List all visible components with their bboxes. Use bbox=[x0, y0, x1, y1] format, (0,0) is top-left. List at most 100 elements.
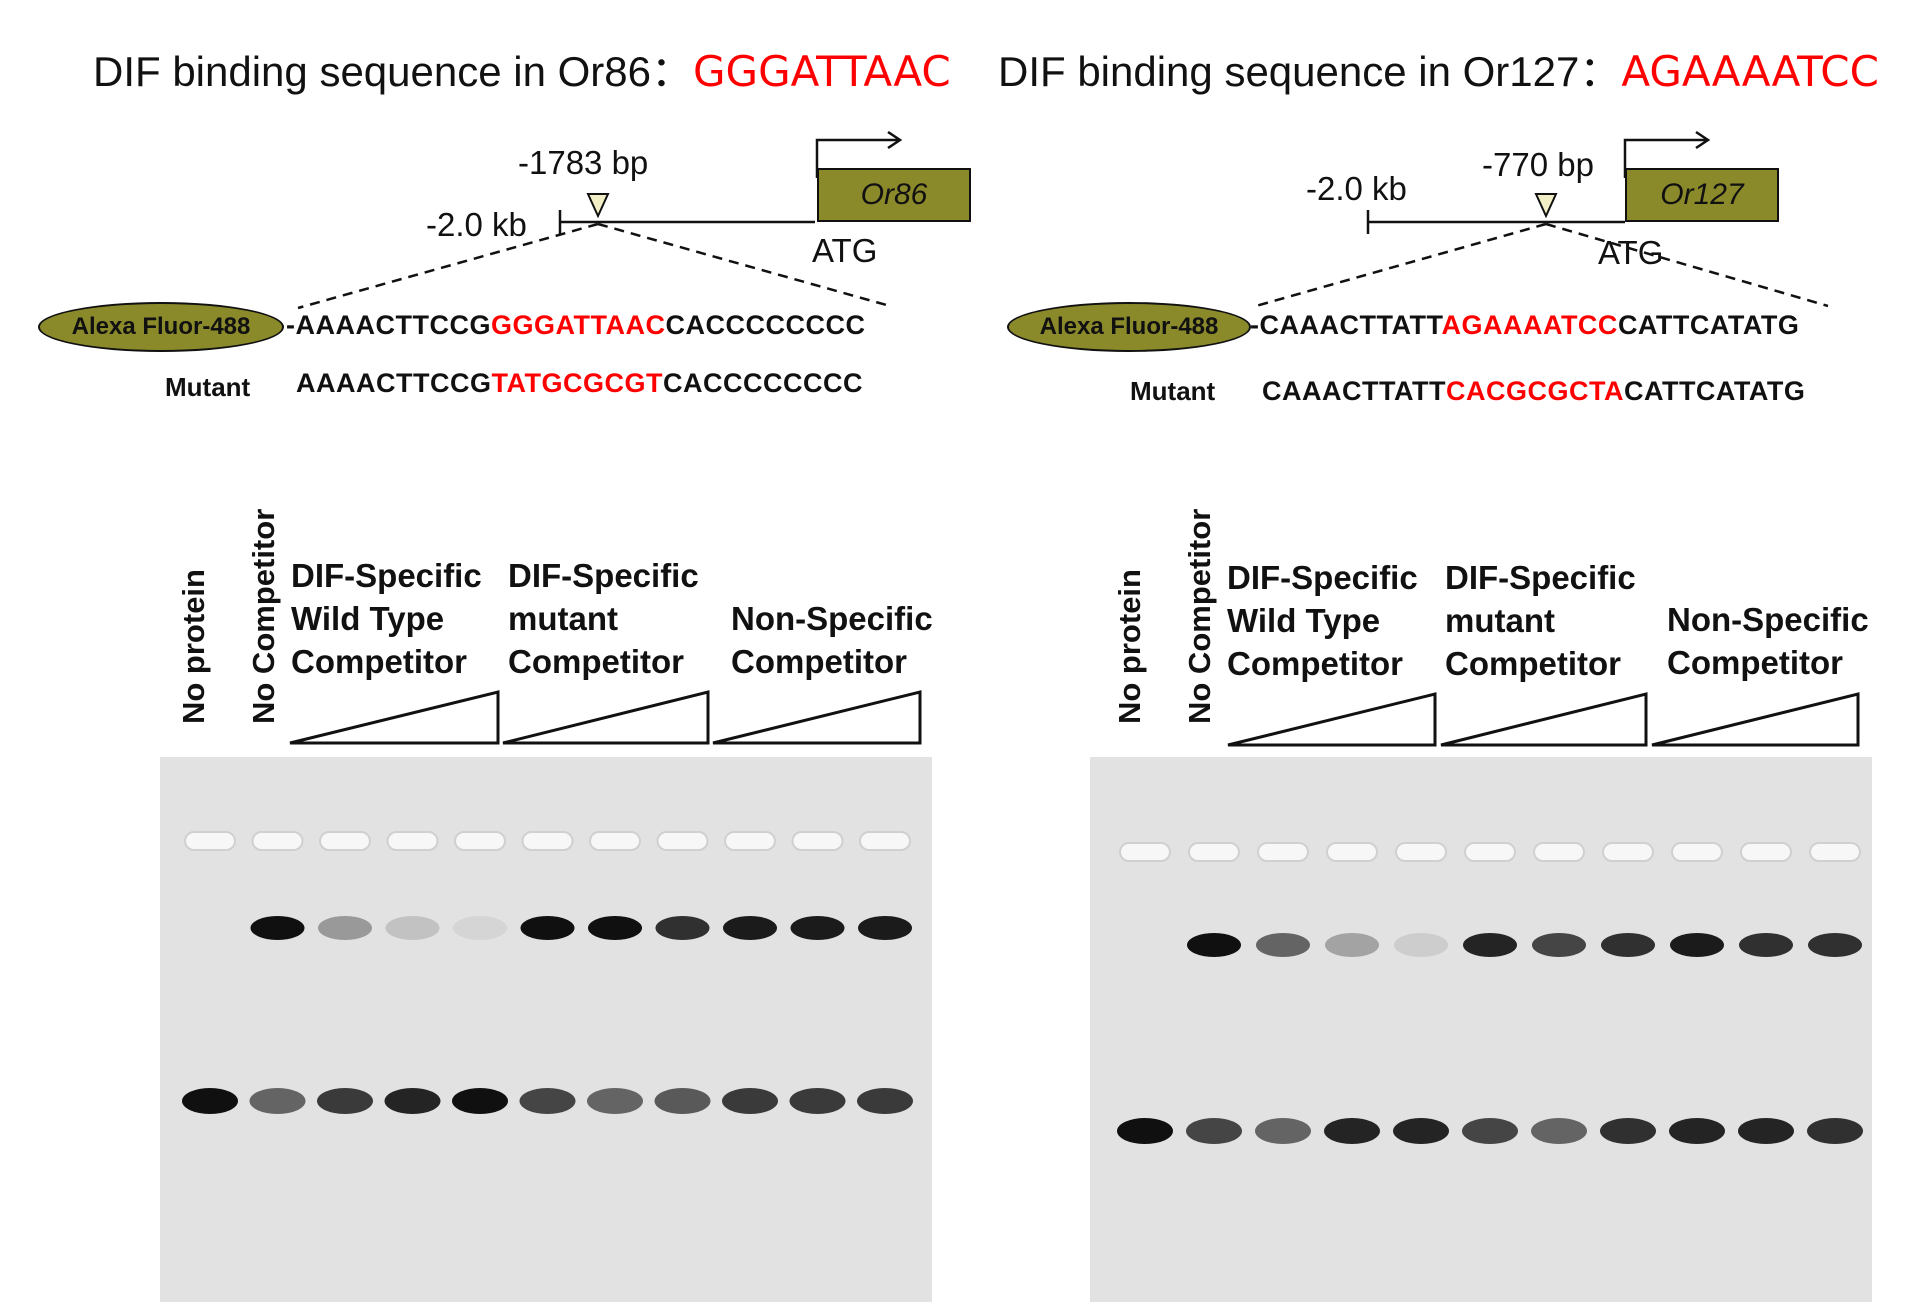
left-mut-sequence: AAAACTTCCGTATGCGCGTCACCCCCCCC bbox=[296, 368, 863, 398]
right-mut-sequence: CAAACTTATTCACGCGCTACATTCATATG bbox=[1262, 376, 1806, 406]
title-right-text: DIF binding sequence in Or127： bbox=[998, 48, 1622, 95]
right-gel bbox=[1090, 757, 1872, 1302]
gel-well bbox=[859, 831, 911, 851]
gel-well bbox=[1119, 842, 1171, 862]
free-probe-band bbox=[1807, 1118, 1863, 1144]
right-start-label: -2.0 kb bbox=[1306, 170, 1407, 207]
left-atg-label: ATG bbox=[812, 232, 878, 269]
free-probe-band bbox=[1324, 1118, 1380, 1144]
right-lane-label-no-protein: No protein bbox=[1112, 569, 1147, 724]
title-left-sequence: GGGATTAAC bbox=[693, 47, 951, 96]
shifted-band bbox=[1394, 933, 1448, 957]
gel-well bbox=[319, 831, 371, 851]
shifted-band bbox=[1187, 933, 1241, 957]
left-fluor-label: Alexa Fluor-488 bbox=[38, 302, 284, 352]
left-gel-bands bbox=[182, 831, 913, 1114]
gel-well bbox=[454, 831, 506, 851]
right-mut-gradient bbox=[1440, 692, 1648, 747]
gel-well bbox=[1326, 842, 1378, 862]
shifted-band bbox=[1256, 933, 1310, 957]
gel-well bbox=[1257, 842, 1309, 862]
shifted-band bbox=[1463, 933, 1517, 957]
shifted-band bbox=[1325, 933, 1379, 957]
gel-well bbox=[589, 831, 641, 851]
gel-well bbox=[791, 831, 844, 851]
left-wt-sequence: -AAAACTTCCGGGGATTAACCACCCCCCCC bbox=[286, 310, 866, 340]
right-gene-box: Or127 bbox=[1625, 168, 1779, 222]
free-probe-band bbox=[1255, 1118, 1311, 1144]
free-probe-band bbox=[249, 1088, 306, 1114]
shifted-band bbox=[385, 916, 440, 940]
shifted-band bbox=[1739, 933, 1793, 957]
right-site-label: -770 bp bbox=[1482, 146, 1594, 183]
free-probe-band bbox=[452, 1088, 508, 1114]
shifted-band bbox=[1670, 933, 1724, 957]
free-probe-band bbox=[384, 1088, 441, 1114]
title-right-sequence: AGAAAATCC bbox=[1621, 47, 1879, 96]
free-probe-band bbox=[587, 1088, 643, 1114]
free-probe-band bbox=[789, 1088, 846, 1114]
gel-well bbox=[184, 831, 236, 851]
gel-well bbox=[1188, 842, 1240, 862]
left-lane-label-no-competitor: No Competitor bbox=[246, 508, 281, 724]
right-wt-gradient bbox=[1227, 692, 1437, 747]
right-ns-gradient bbox=[1651, 692, 1860, 747]
gel-well bbox=[1671, 842, 1723, 862]
left-gene-box: Or86 bbox=[817, 168, 971, 222]
gel-well bbox=[521, 831, 574, 851]
gel-well bbox=[1395, 842, 1447, 862]
right-fluor-label: Alexa Fluor-488 bbox=[1007, 302, 1251, 352]
title-left-text: DIF binding sequence in Or86： bbox=[93, 48, 693, 95]
shifted-band bbox=[318, 916, 372, 940]
shifted-band bbox=[1532, 933, 1586, 957]
left-gel bbox=[160, 757, 932, 1302]
gel-well bbox=[1533, 842, 1585, 862]
free-probe-band bbox=[722, 1088, 778, 1114]
shifted-band bbox=[858, 916, 912, 940]
shifted-band bbox=[723, 916, 777, 940]
gel-well bbox=[1809, 842, 1861, 862]
shifted-band bbox=[520, 916, 575, 940]
free-probe-band bbox=[182, 1088, 238, 1114]
gel-well bbox=[1602, 842, 1654, 862]
right-wt-sequence: -CAAACTTATTAGAAAATCCCATTCATATG bbox=[1250, 310, 1800, 340]
right-mutant-label: Mutant bbox=[1130, 376, 1216, 406]
left-lane-label-no-protein: No protein bbox=[176, 569, 211, 724]
shifted-band bbox=[790, 916, 845, 940]
free-probe-band bbox=[1600, 1118, 1656, 1144]
shifted-band bbox=[655, 916, 710, 940]
gel-well bbox=[724, 831, 776, 851]
right-site-marker bbox=[1534, 193, 1558, 219]
left-start-label: -2.0 kb bbox=[426, 206, 527, 243]
left-wt-gradient bbox=[289, 690, 500, 745]
free-probe-band bbox=[317, 1088, 373, 1114]
gel-well bbox=[1464, 842, 1516, 862]
right-atg-label: ATG bbox=[1598, 234, 1664, 271]
title-right: DIF binding sequence in Or127：AGAAAATCC bbox=[998, 38, 1879, 99]
right-gel-bands bbox=[1117, 842, 1863, 1144]
free-probe-band bbox=[519, 1088, 576, 1114]
free-probe-band bbox=[1393, 1118, 1449, 1144]
free-probe-band bbox=[1531, 1118, 1587, 1144]
gel-well bbox=[251, 831, 304, 851]
left-site-label: -1783 bp bbox=[518, 144, 649, 181]
free-probe-band bbox=[1669, 1118, 1725, 1144]
free-probe-band bbox=[1117, 1118, 1173, 1144]
left-site-marker bbox=[586, 193, 610, 219]
right-lane-label-no-competitor: No Competitor bbox=[1182, 508, 1217, 724]
free-probe-band bbox=[654, 1088, 711, 1114]
left-ns-gradient bbox=[712, 690, 922, 745]
shifted-band bbox=[1601, 933, 1655, 957]
gel-well bbox=[1740, 842, 1792, 862]
shifted-band bbox=[1808, 933, 1862, 957]
free-probe-band bbox=[857, 1088, 913, 1114]
shifted-band bbox=[588, 916, 642, 940]
free-probe-band bbox=[1186, 1118, 1242, 1144]
shifted-band bbox=[453, 916, 507, 940]
shifted-band bbox=[250, 916, 305, 940]
